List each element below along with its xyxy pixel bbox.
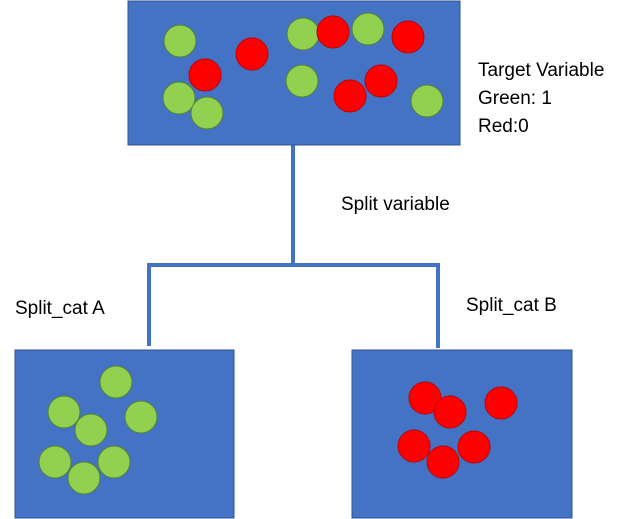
red-circle <box>397 429 431 463</box>
green-circle <box>74 413 108 447</box>
red-circle <box>457 430 491 464</box>
red-circle <box>433 395 467 429</box>
green-circle <box>67 461 101 495</box>
split-variable-label: Split variable <box>341 194 450 215</box>
target-red-label: Red:0 <box>478 116 529 137</box>
green-circle <box>47 395 81 429</box>
green-circle <box>97 445 131 479</box>
green-circle <box>351 12 385 46</box>
split-cat-a-circles <box>38 365 158 495</box>
green-circle <box>410 84 444 118</box>
red-circle <box>188 58 222 92</box>
split-cat-a-label: Split_cat A <box>15 298 105 319</box>
red-circle <box>408 381 442 415</box>
green-circle <box>99 365 133 399</box>
green-circle <box>124 400 158 434</box>
tree-connectors <box>147 145 440 348</box>
split-cat-b-box <box>351 349 573 519</box>
target-variable-title: Target Variable <box>478 60 604 81</box>
green-circle <box>286 17 320 51</box>
red-circle <box>391 20 425 54</box>
red-circle <box>235 37 269 71</box>
root-node-circles <box>162 12 444 130</box>
split-cat-b-circles <box>397 381 518 479</box>
red-circle <box>484 386 518 420</box>
red-circle <box>316 15 350 49</box>
green-circle <box>38 445 72 479</box>
green-circle <box>163 24 197 58</box>
green-circle <box>162 81 196 115</box>
red-circle <box>364 64 398 98</box>
green-circle <box>190 96 224 130</box>
red-circle <box>333 79 367 113</box>
red-circle <box>426 445 460 479</box>
green-circle <box>285 64 319 98</box>
target-green-label: Green: 1 <box>478 88 552 109</box>
split-cat-b-label: Split_cat B <box>466 295 557 316</box>
